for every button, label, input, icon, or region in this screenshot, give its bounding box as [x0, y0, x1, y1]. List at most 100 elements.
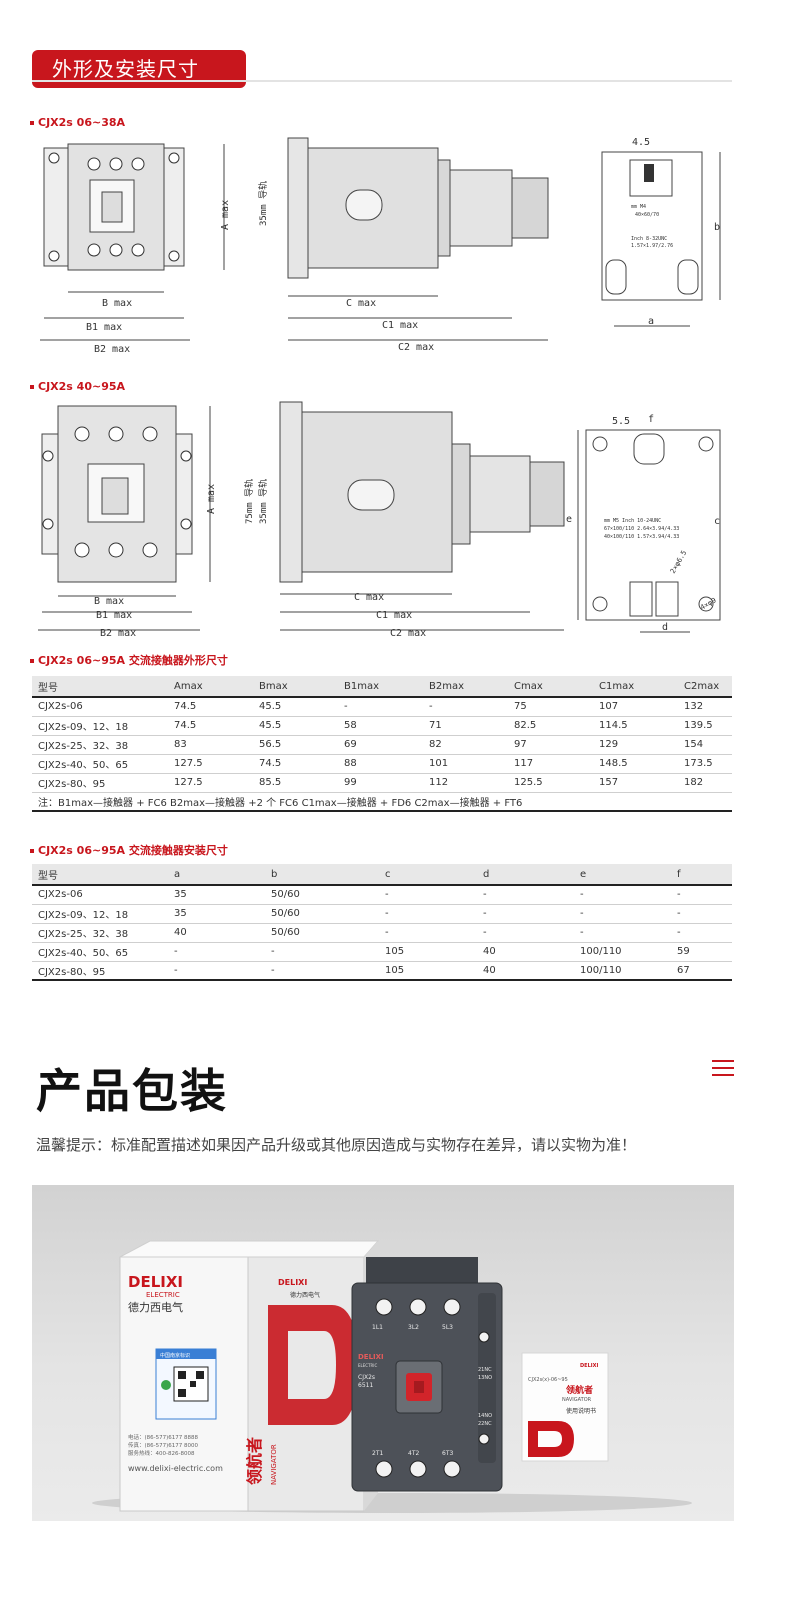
- table-note-row: 注：B1max—接触器 + FC6 B2max—接触器 +2 个 FC6 C1m…: [32, 792, 732, 812]
- box-side-brand-cn: 德力西电气: [290, 1291, 320, 1299]
- box-phone1: 电话：(86-577)6177 8888: [128, 1433, 199, 1441]
- manual-brand: DELIXI: [580, 1363, 598, 1369]
- table-cell: -: [168, 961, 265, 981]
- product-box: DELIXI ELECTRIC 德力西电气 DELIXI 德力西电气 领航者 N…: [119, 1240, 380, 1512]
- table1-header-cell: Amax: [168, 676, 253, 698]
- plate-large-1: mm M5 Inch 10-24UNC: [604, 518, 661, 524]
- table-cell: 58: [338, 716, 423, 736]
- dim-a-max-large: A max: [206, 484, 217, 514]
- contactor-aux-top-a: 21NC: [478, 1367, 492, 1373]
- table-cell: 132: [678, 697, 732, 717]
- dim-b2-max-large: B2 max: [100, 628, 136, 639]
- dim-4-5: 4.5: [632, 137, 650, 148]
- table-cell: -: [574, 923, 671, 943]
- table-cell: -: [168, 942, 265, 962]
- dim-c2-max-large: C2 max: [390, 628, 426, 639]
- contactor-brand: DELIXI: [358, 1353, 384, 1361]
- table-cell: -: [423, 697, 508, 717]
- plate-large-2: 67×100/110 2.64×3.94/4.33: [604, 526, 679, 532]
- table-cell: -: [379, 904, 477, 924]
- contactor-term-bot-3: 6T3: [442, 1450, 453, 1457]
- contactor-model: CJX2s: [358, 1374, 375, 1381]
- contactor-aux-bot-b: 22NC: [478, 1421, 492, 1427]
- table-cell: 69: [338, 735, 423, 755]
- table-cell: 50/60: [265, 923, 379, 943]
- contactor-term-bot-2: 4T2: [408, 1450, 419, 1457]
- instruction-manual: DELIXI CJX2s(x)-06~95 领航者 NAVIGATOR 使用说明…: [521, 1352, 609, 1462]
- dim-a-max: A max: [220, 200, 231, 230]
- plate-small-4: 1.57×1.97/2.76: [631, 243, 673, 249]
- box-brand-sub: ELECTRIC: [146, 1291, 180, 1299]
- table2-header-row: 型号 a b c d e f: [32, 864, 732, 886]
- section-title-badge: 外形及安装尺寸: [32, 50, 246, 88]
- table-cell: CJX2s-25、32、38: [32, 735, 168, 755]
- table-cell: -: [379, 923, 477, 943]
- table-cell: 82: [423, 735, 508, 755]
- table2-header-cell: 型号: [32, 864, 168, 886]
- contactor-term-top-1: 1L1: [372, 1324, 383, 1331]
- table1-header-cell: B1max: [338, 676, 423, 698]
- table-cell: -: [574, 885, 671, 905]
- table-cell: 112: [423, 773, 508, 793]
- table-cell: 74.5: [168, 716, 253, 736]
- table1-header-cell: Bmax: [253, 676, 338, 698]
- table-cell: 127.5: [168, 754, 253, 774]
- drawing-large-set: A max B max B1 max B2 max 75mm 导轨 35mm 导…: [30, 394, 730, 640]
- table-cell: 105: [379, 942, 477, 962]
- table-cell: CJX2s-25、32、38: [32, 923, 168, 943]
- table-cell: 40: [477, 942, 574, 962]
- menu-icon[interactable]: [712, 1060, 734, 1078]
- table1-header-cell: Cmax: [508, 676, 593, 698]
- table-cell: 83: [168, 735, 253, 755]
- table-cell: -: [671, 923, 732, 943]
- table-cell: 40: [477, 961, 574, 981]
- table2-header-cell: a: [168, 864, 265, 886]
- dim-b1-max-large: B1 max: [96, 610, 132, 621]
- table-cell: -: [477, 923, 574, 943]
- table-cell: 154: [678, 735, 732, 755]
- table2-header-cell: e: [574, 864, 671, 886]
- table2-header-cell: c: [379, 864, 477, 886]
- drawing-small-label: CJX2s 06~38A: [30, 116, 125, 129]
- box-label-title: 中国南京标识: [160, 1352, 190, 1359]
- table2-header-cell: b: [265, 864, 379, 886]
- mount-view-small: mm M4 40×60/70 Inch 8-32UNC 1.57×1.97/2.…: [601, 137, 721, 327]
- table1-header-cell: C1max: [593, 676, 678, 698]
- table-cell: CJX2s-06: [32, 885, 168, 905]
- table-cell: 67: [671, 961, 732, 981]
- table-cell: 56.5: [253, 735, 338, 755]
- table-cell: -: [379, 885, 477, 905]
- plate-small-3: Inch 8-32UNC: [631, 236, 667, 242]
- contactor-term-top-3: 5L3: [442, 1324, 453, 1331]
- dim-rail75: 75mm 导轨: [243, 479, 255, 524]
- table1-header-cell: B2max: [423, 676, 508, 698]
- drawing-large-label: CJX2s 40~95A: [30, 380, 125, 393]
- dim-f: f: [648, 414, 654, 425]
- table-cell: 157: [593, 773, 678, 793]
- dim-b2-max: B2 max: [94, 344, 130, 355]
- table-cell: CJX2s-80、95: [32, 773, 168, 793]
- outline-dimension-table: 型号 Amax Bmax B1max B2max Cmax C1max C2ma…: [32, 676, 732, 812]
- table-cell: -: [265, 942, 379, 962]
- table-cell: -: [477, 885, 574, 905]
- drawing-small-set: A max B max B1 max B2 max 35mm 导轨 C max …: [30, 130, 730, 360]
- table-cell: 117: [508, 754, 593, 774]
- box-side-brand: DELIXI: [278, 1278, 307, 1287]
- dim-c: c: [714, 516, 720, 527]
- dim-b1-max: B1 max: [86, 322, 122, 333]
- front-view-small: A max B max B1 max B2 max: [40, 143, 231, 355]
- table2-header-cell: d: [477, 864, 574, 886]
- box-website: www.delixi-electric.com: [128, 1464, 223, 1473]
- manual-navigator-en: NAVIGATOR: [562, 1397, 592, 1403]
- side-view-small: 35mm 导轨 C max C1 max C2 max: [257, 137, 549, 353]
- box-navigator-cn: 领航者: [245, 1437, 264, 1485]
- dim-a-small: a: [648, 316, 654, 327]
- contactor-term-bot-1: 2T1: [372, 1450, 383, 1457]
